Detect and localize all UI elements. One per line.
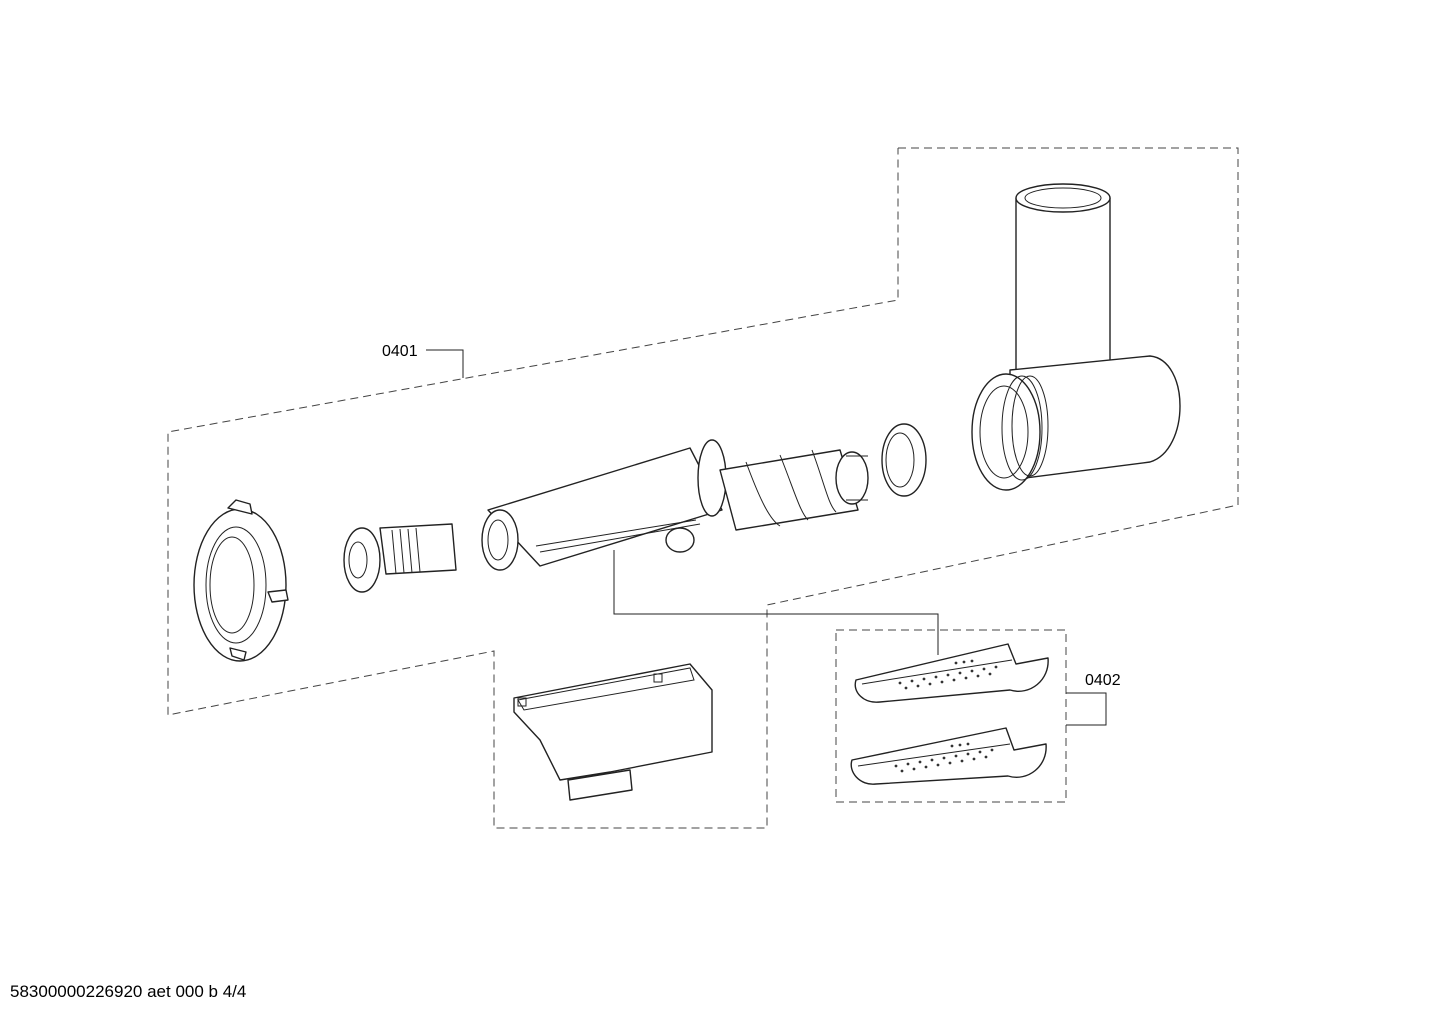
locking-ring-part (193, 499, 289, 662)
leader-0401 (426, 349, 464, 378)
leader-0402 (1066, 692, 1107, 726)
group-0402-boundary (835, 629, 1067, 803)
document-code: 58300000226920 aet 000 b 4/4 (10, 982, 247, 1001)
funnel-chute-part (513, 663, 713, 801)
seal-ring-part (881, 423, 927, 497)
feed-tube-housing-part (971, 183, 1181, 491)
grater-disc-upper-part (854, 643, 1049, 703)
callout-0401: 0401 (382, 343, 418, 360)
grater-disc-lower-part (850, 727, 1047, 785)
leader-auger-to-discs (613, 550, 939, 655)
group-0401-boundary (167, 147, 1239, 829)
auger-screw-part (719, 449, 869, 531)
conical-housing-part (481, 439, 727, 571)
threaded-fitting-part (343, 523, 457, 593)
callout-0402: 0402 (1085, 672, 1121, 689)
